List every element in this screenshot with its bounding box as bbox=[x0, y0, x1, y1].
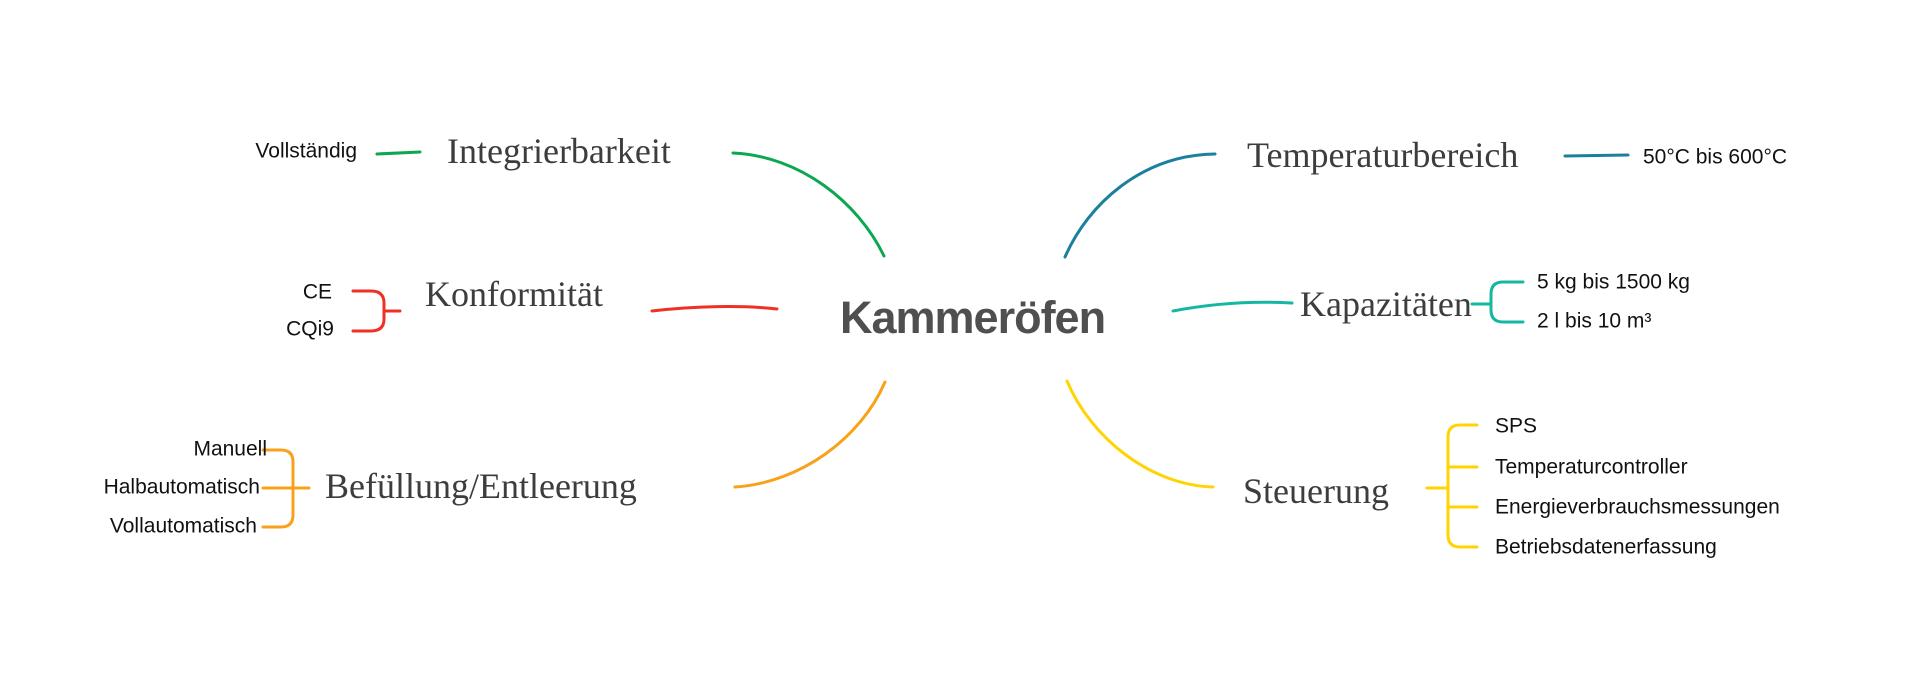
konformitaet-children-bracket bbox=[351, 289, 402, 333]
leaf-vollstaendig[interactable]: Vollständig bbox=[255, 139, 357, 163]
branch-kapazitaeten[interactable]: Kapazitäten bbox=[1300, 284, 1472, 325]
branch-konformitaet[interactable]: Konformität bbox=[425, 274, 603, 315]
central-topic[interactable]: Kammeröfen bbox=[840, 291, 1106, 343]
integrierbarkeit-center-connector bbox=[731, 151, 886, 258]
temperaturbereich-center-connector bbox=[1063, 152, 1217, 259]
kapazitaeten-center-connector bbox=[1171, 300, 1294, 313]
branch-steuerung[interactable]: Steuerung bbox=[1243, 471, 1389, 512]
leaf-energieverbrauchsmessungen[interactable]: Energieverbrauchsmessungen bbox=[1495, 495, 1780, 519]
branch-temperaturbereich[interactable]: Temperaturbereich bbox=[1247, 135, 1519, 176]
kapazitaeten-children-bracket bbox=[1470, 280, 1525, 324]
leaf-sps[interactable]: SPS bbox=[1495, 414, 1538, 438]
steuerung-children-bracket bbox=[1446, 423, 1479, 549]
leaf-ce[interactable]: CE bbox=[302, 280, 332, 304]
leaf-halbautomatisch[interactable]: Halbautomatisch bbox=[103, 475, 260, 499]
leaf-capacity-kg[interactable]: 5 kg bis 1500 kg bbox=[1537, 270, 1690, 294]
integrierbarkeit-child-connector bbox=[375, 150, 422, 156]
temperaturbereich-child-connector bbox=[1563, 153, 1630, 158]
befuellung-center-connector bbox=[733, 380, 887, 489]
leaf-vollautomatisch[interactable]: Vollautomatisch bbox=[109, 514, 257, 538]
leaf-temperaturcontroller[interactable]: Temperaturcontroller bbox=[1495, 455, 1688, 479]
steuerung-center-connector bbox=[1065, 379, 1215, 489]
branch-integrierbarkeit[interactable]: Integrierbarkeit bbox=[447, 131, 671, 172]
befuellung-children-bracket bbox=[261, 448, 311, 529]
leaf-manuell[interactable]: Manuell bbox=[193, 437, 267, 461]
leaf-betriebsdatenerfassung[interactable]: Betriebsdatenerfassung bbox=[1495, 535, 1717, 559]
leaf-capacity-volume[interactable]: 2 l bis 10 m³ bbox=[1537, 309, 1652, 333]
leaf-cqi9[interactable]: CQi9 bbox=[286, 317, 334, 341]
leaf-temperature-range[interactable]: 50°C bis 600°C bbox=[1643, 145, 1788, 169]
branch-befuellung-entleerung[interactable]: Befüllung/Entleerung bbox=[325, 466, 637, 507]
konformitaet-center-connector bbox=[650, 305, 779, 313]
